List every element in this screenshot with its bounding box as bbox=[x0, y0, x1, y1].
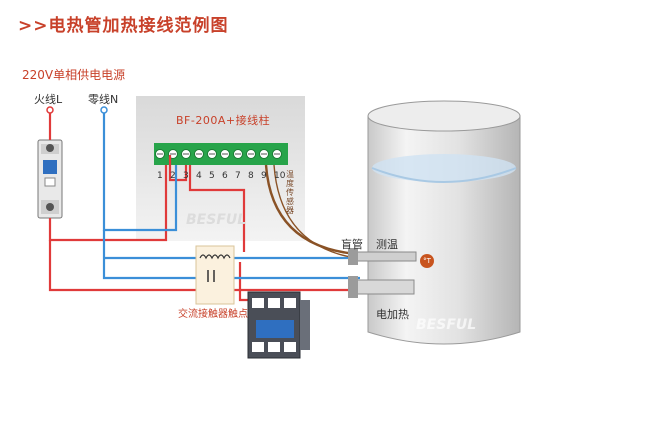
blind-pipe-label: 盲管 bbox=[341, 238, 363, 251]
terminal-screws bbox=[155, 149, 282, 159]
terminal-number-7: 7 bbox=[235, 171, 241, 181]
page-title: >>电热管加热接线范例图 bbox=[18, 16, 229, 36]
controller-label: BF-200A+接线柱 bbox=[176, 114, 271, 127]
sensor-wire-2 bbox=[273, 164, 357, 259]
terminal-number-8: 8 bbox=[248, 171, 254, 181]
contactor-contacts bbox=[195, 245, 235, 305]
sensor-label: 温度传感器 bbox=[286, 170, 294, 215]
heater-label: 电加热 bbox=[376, 308, 409, 321]
live-label: 火线L bbox=[34, 93, 63, 106]
terminal-number-10: 10 bbox=[274, 171, 286, 181]
terminal-number-5: 5 bbox=[209, 171, 215, 181]
live-terminal bbox=[46, 106, 54, 114]
contactor-device bbox=[247, 291, 310, 359]
neutral-wires bbox=[102, 112, 360, 280]
controller-box bbox=[136, 96, 305, 241]
neutral-label: 零线N bbox=[88, 93, 119, 106]
temp-label: 测温 bbox=[376, 238, 398, 251]
circuit-breaker bbox=[37, 139, 63, 219]
controller-watermark: BESFUL bbox=[186, 212, 247, 228]
terminal-number-1: 1 bbox=[157, 171, 163, 181]
terminal-number-6: 6 bbox=[222, 171, 228, 181]
terminal-number-2: 2 bbox=[170, 171, 176, 181]
blind-pipe bbox=[348, 248, 417, 265]
neutral-terminal bbox=[100, 106, 108, 114]
contactor-label: 交流接触器触点 bbox=[178, 309, 248, 320]
terminal-number-3: 3 bbox=[183, 171, 189, 181]
sensor-wire bbox=[264, 164, 357, 256]
supply-label: 220V单相供电电源 bbox=[22, 68, 126, 82]
terminal-number-9: 9 bbox=[261, 171, 267, 181]
live-wires bbox=[48, 112, 360, 302]
terminal-number-4: 4 bbox=[196, 171, 202, 181]
heater-element bbox=[348, 276, 415, 298]
temp-symbol-icon: °T bbox=[420, 254, 434, 268]
tank-watermark: BESFUL bbox=[416, 317, 477, 333]
